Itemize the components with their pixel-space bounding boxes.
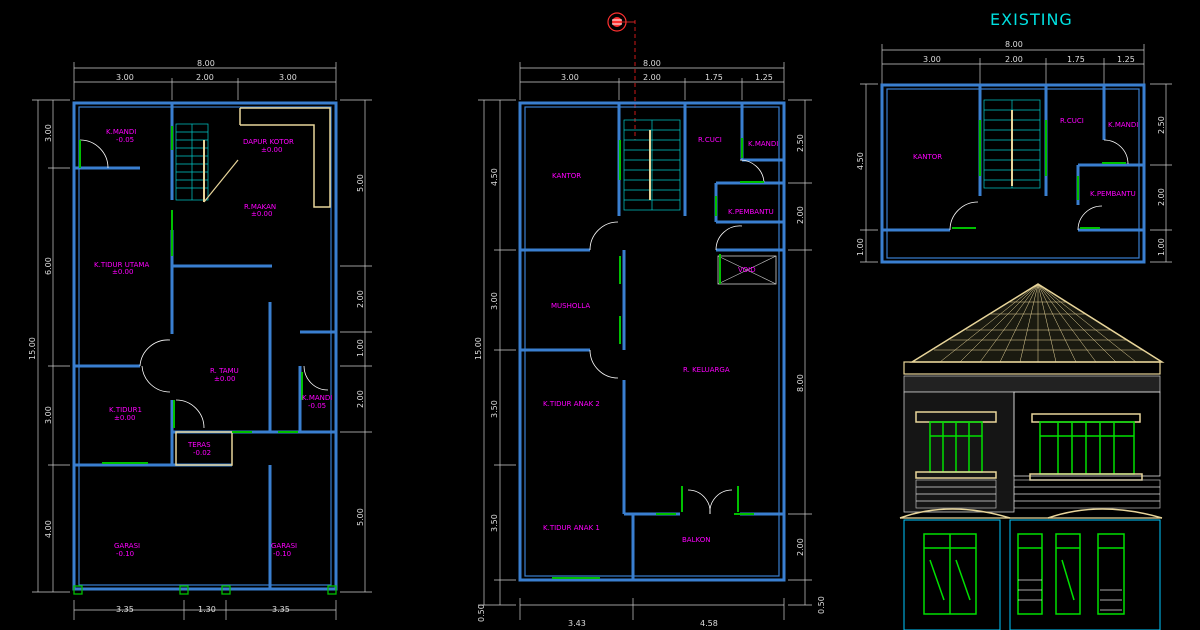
dim-right: 2.50 bbox=[796, 134, 805, 152]
room-label: DAPUR KOTOR bbox=[243, 138, 294, 146]
dim-top: 1.25 bbox=[755, 73, 773, 82]
existing-plan bbox=[860, 44, 1172, 264]
dim-right: 2.00 bbox=[356, 290, 365, 308]
dim-bottom: 3.43 bbox=[568, 619, 586, 628]
room-label: KANTOR bbox=[552, 172, 581, 180]
room-label: R.CUCI bbox=[698, 136, 722, 144]
ground-floor-plan bbox=[32, 62, 372, 620]
dim-left: 4.50 bbox=[490, 168, 499, 186]
dim-top: 1.75 bbox=[705, 73, 723, 82]
dim-right: 5.00 bbox=[356, 174, 365, 192]
dim-left: 6.00 bbox=[44, 257, 53, 275]
dim-top: 1.25 bbox=[1117, 55, 1135, 64]
room-label: R. TAMU bbox=[210, 367, 239, 375]
room-level: -0.02 bbox=[193, 449, 211, 457]
dim-top-total: 8.00 bbox=[1005, 40, 1023, 49]
dim-top: 2.00 bbox=[1005, 55, 1023, 64]
room-label: R.MAKAN bbox=[244, 203, 276, 211]
ground-floor-labels: K.MANDI -0.05 DAPUR KOTOR ±0.00 R.MAKAN … bbox=[28, 59, 365, 614]
room-level: ±0.00 bbox=[251, 210, 272, 218]
dim-bottom: 1.30 bbox=[198, 605, 216, 614]
room-label: K.TIDUR ANAK 2 bbox=[543, 400, 600, 408]
room-label: BALKON bbox=[682, 536, 710, 544]
dim-top: 3.00 bbox=[923, 55, 941, 64]
dim-right: 2.50 bbox=[1157, 116, 1166, 134]
room-label: K.MANDI bbox=[748, 140, 778, 148]
room-label: KANTOR bbox=[913, 153, 942, 161]
dim-top: 3.00 bbox=[561, 73, 579, 82]
upper-floor-plan bbox=[478, 62, 812, 620]
dim-top-total: 8.00 bbox=[643, 59, 661, 68]
room-level: ±0.00 bbox=[114, 414, 135, 422]
dim-left: 3.00 bbox=[44, 406, 53, 424]
room-label: R. KELUARGA bbox=[683, 366, 730, 374]
room-label: K.MANDI bbox=[1108, 121, 1138, 129]
room-label: K.MANDI bbox=[302, 394, 332, 402]
dim-right: 1.00 bbox=[356, 339, 365, 357]
dim-left: 3.00 bbox=[490, 292, 499, 310]
dim-left: 0.50 bbox=[477, 604, 486, 622]
room-label: K.MANDI bbox=[106, 128, 136, 136]
dim-left: 3.50 bbox=[490, 514, 499, 532]
dim-left: 3.50 bbox=[490, 400, 499, 418]
room-label: K.PEMBANTU bbox=[1090, 190, 1136, 198]
existing-plan-labels: KANTOR R.CUCI K.MANDI K.PEMBANTU 8.00 3.… bbox=[856, 40, 1166, 256]
dim-right: 8.00 bbox=[796, 374, 805, 392]
upper-floor-labels: KANTOR R.CUCI K.MANDI K.PEMBANTU VOID MU… bbox=[474, 59, 826, 628]
dim-bottom: 3.35 bbox=[116, 605, 134, 614]
room-level: -0.10 bbox=[273, 550, 291, 558]
room-label: K.PEMBANTU bbox=[728, 208, 774, 216]
dim-left-total: 15.00 bbox=[28, 337, 37, 360]
dim-right: 2.00 bbox=[356, 390, 365, 408]
dim-top: 2.00 bbox=[643, 73, 661, 82]
room-level: ±0.00 bbox=[214, 375, 235, 383]
dim-right: 2.00 bbox=[1157, 188, 1166, 206]
room-level: ±0.00 bbox=[261, 146, 282, 154]
room-label: TERAS bbox=[187, 441, 211, 449]
room-label: GARASI bbox=[271, 542, 297, 550]
dim-right: 5.00 bbox=[356, 508, 365, 526]
dim-left-total: 15.00 bbox=[474, 337, 483, 360]
section-marker-icon bbox=[607, 12, 636, 140]
room-label: K.TIDUR ANAK 1 bbox=[543, 524, 600, 532]
dim-left: 3.00 bbox=[44, 124, 53, 142]
room-label: GARASI bbox=[114, 542, 140, 550]
dim-right: 2.00 bbox=[796, 206, 805, 224]
dim-left: 1.00 bbox=[856, 238, 865, 256]
dim-bottom: 3.35 bbox=[272, 605, 290, 614]
dim-top: 1.75 bbox=[1067, 55, 1085, 64]
dim-top: 3.00 bbox=[116, 73, 134, 82]
room-label: R.CUCI bbox=[1060, 117, 1084, 125]
dim-right: 0.50 bbox=[817, 596, 826, 614]
dim-top-total: 8.00 bbox=[197, 59, 215, 68]
dim-left: 4.00 bbox=[44, 520, 53, 538]
room-level: ±0.00 bbox=[112, 268, 133, 276]
dim-right: 2.00 bbox=[796, 538, 805, 556]
dim-top: 3.00 bbox=[279, 73, 297, 82]
dim-left: 4.50 bbox=[856, 152, 865, 170]
room-label: VOID bbox=[738, 266, 756, 274]
room-level: -0.05 bbox=[116, 136, 134, 144]
dim-right: 1.00 bbox=[1157, 238, 1166, 256]
existing-title: EXISTING bbox=[990, 10, 1073, 29]
dim-top: 2.00 bbox=[196, 73, 214, 82]
room-label: K.TIDUR UTAMA bbox=[94, 261, 149, 269]
dim-bottom: 4.58 bbox=[700, 619, 718, 628]
room-label: MUSHOLLA bbox=[551, 302, 590, 310]
room-level: -0.10 bbox=[116, 550, 134, 558]
room-label: K.TIDUR1 bbox=[109, 406, 142, 414]
room-level: -0.05 bbox=[308, 402, 326, 410]
front-elevation bbox=[899, 283, 1165, 630]
